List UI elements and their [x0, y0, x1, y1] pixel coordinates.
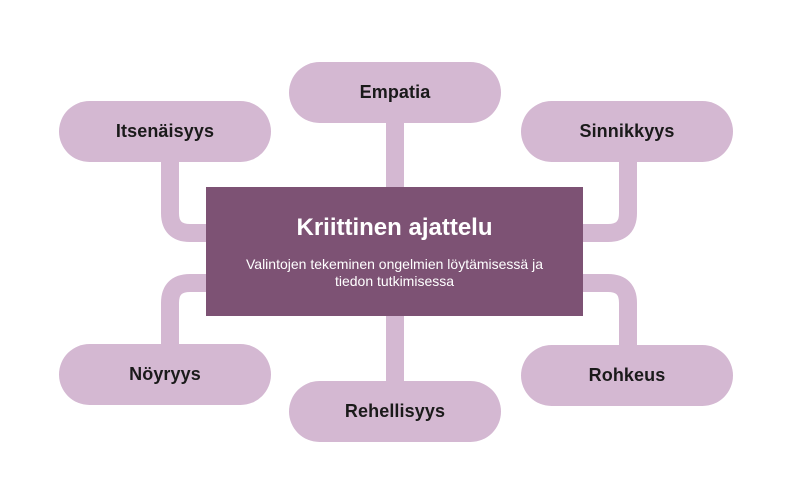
node-bottom-right: Rohkeus	[521, 345, 733, 406]
node-top-right: Sinnikkyys	[521, 101, 733, 162]
connector-bottom-right	[575, 274, 637, 350]
node-label: Nöyryys	[129, 364, 201, 384]
connector-bottom-left	[161, 274, 215, 350]
node-label: Empatia	[359, 82, 431, 102]
node-label: Rehellisyys	[344, 401, 446, 421]
node-top-center: Empatia	[289, 62, 501, 123]
node-label: Itsenäisyys	[115, 121, 215, 141]
node-top-left: Itsenäisyys	[59, 101, 271, 162]
node-bottom-left: Nöyryys	[59, 344, 271, 405]
center-title: Kriittinen ajattelu	[296, 213, 493, 241]
connector-top-right	[575, 160, 637, 242]
center-description: Valintojen tekeminen ongelmien löytämise…	[245, 255, 543, 289]
node-label: Sinnikkyys	[579, 121, 675, 141]
node-bottom-center: Rehellisyys	[289, 381, 501, 442]
center-concept-box: Kriittinen ajattelu Valintojen tekeminen…	[206, 187, 583, 316]
connector-top-left	[161, 160, 215, 242]
node-label: Rohkeus	[588, 365, 666, 385]
